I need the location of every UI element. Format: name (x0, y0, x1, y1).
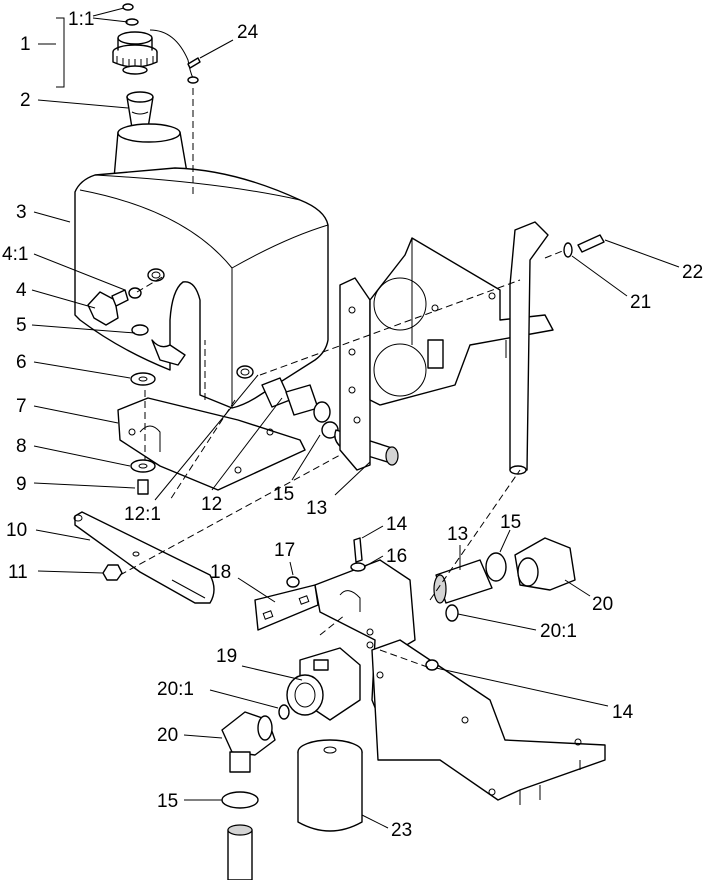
callout-10: 10 (6, 520, 27, 541)
callout-12-1: 12:1 (124, 504, 161, 525)
callout-24: 24 (237, 22, 259, 43)
callout-19: 19 (216, 646, 237, 667)
lower-left-link (73, 511, 215, 604)
callout-1: 1 (20, 34, 31, 55)
filler-neck (126, 91, 154, 129)
callout-4: 4 (16, 280, 27, 301)
callout-8: 8 (16, 436, 27, 457)
callout-18: 18 (210, 562, 231, 583)
callout-20-1-left: 20:1 (157, 679, 194, 700)
assembly-lines (119, 88, 566, 669)
callout-20-left: 20 (157, 725, 178, 746)
callout-11: 11 (8, 562, 28, 583)
filter-mount-bracket (221, 537, 606, 880)
callout-15-right: 15 (500, 512, 521, 533)
callout-5: 5 (16, 315, 27, 336)
callout-15-lower: 15 (157, 791, 178, 812)
left-fittings (87, 287, 306, 495)
callout-12: 12 (201, 494, 222, 515)
callout-labels: 1 1:1 2 3 4:1 4 5 6 7 8 9 10 11 12:1 12 … (2, 9, 703, 841)
callout-13-top: 13 (306, 498, 327, 519)
callout-9: 9 (16, 474, 27, 495)
callout-7: 7 (16, 396, 27, 417)
fuel-cap-assembly (112, 3, 201, 84)
callout-14-top: 14 (386, 514, 408, 535)
callout-22: 22 (682, 262, 703, 283)
callout-13-right: 13 (447, 524, 468, 545)
callout-3: 3 (16, 202, 27, 223)
upper-right-bracket (339, 221, 605, 475)
callout-15-top: 15 (273, 484, 294, 505)
leader-lines (31, 7, 680, 829)
callout-14-lower: 14 (612, 702, 634, 723)
callout-6: 6 (16, 352, 27, 373)
callout-16: 16 (386, 546, 407, 567)
callout-23: 23 (391, 820, 412, 841)
callout-17: 17 (274, 540, 295, 561)
callout-20-right: 20 (592, 594, 613, 615)
callout-21: 21 (630, 292, 651, 313)
callout-20-1-right: 20:1 (540, 621, 577, 642)
hydraulic-tank (74, 123, 329, 409)
callout-2: 2 (20, 90, 31, 111)
callout-1-1: 1:1 (68, 9, 94, 30)
callout-4-1: 4:1 (2, 244, 28, 265)
